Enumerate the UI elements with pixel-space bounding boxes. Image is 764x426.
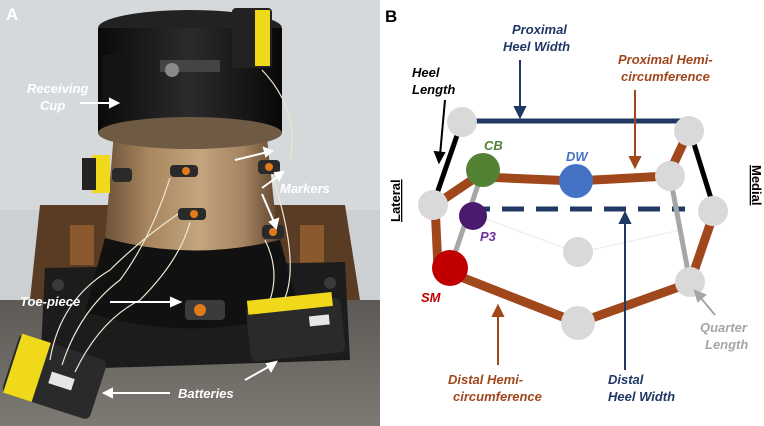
distal-heel-width-label-line2: Heel Width [608,389,675,404]
sm-point [432,250,468,286]
markers-label: Markers [280,181,330,196]
receiving-cup-label-line1: Receiving [27,81,88,96]
distal-hemi-label-line2: circumference [453,389,542,404]
distal-hemi-label-line1: Distal Hemi- [448,372,523,387]
sm-label: SM [421,290,442,305]
quarter-length-label-line2: Length [705,337,748,352]
dw-label: DW [566,149,589,164]
hoof-measurement-diagram: B Proximal Heel Width Heel Length Proxim… [385,7,764,404]
proximal-heel-width-label-line1: Proximal [512,22,567,37]
receiving-cup-label-line2: Cup [40,98,65,113]
proximal-hemi-label-line2: circumference [621,69,710,84]
heel-length-label-line2: Length [412,82,455,97]
p3-point [459,202,487,230]
panel-b-letter: B [385,7,397,26]
cb-label: CB [484,138,503,153]
hoof-photograph: A Receiving Cup Markers Toe-piece Batter… [0,0,380,426]
medial-label: Medial [749,165,764,205]
dw-point [559,164,593,198]
toe-piece-label: Toe-piece [20,294,80,309]
batteries-label: Batteries [178,386,234,401]
quarter-length-line-medial [667,175,693,283]
lateral-label: Lateral [388,179,403,222]
p3-label: P3 [480,229,497,244]
grey-markers [418,107,728,340]
distal-heel-width-label-line1: Distal [608,372,644,387]
panel-a-letter: A [6,5,18,24]
cb-point [466,153,500,187]
heel-length-label-line1: Heel [412,65,440,80]
proximal-hemi-label-line1: Proximal Hemi- [618,52,713,67]
proximal-heel-width-label-line2: Heel Width [503,39,570,54]
quarter-length-label-line1: Quarter [700,320,748,335]
